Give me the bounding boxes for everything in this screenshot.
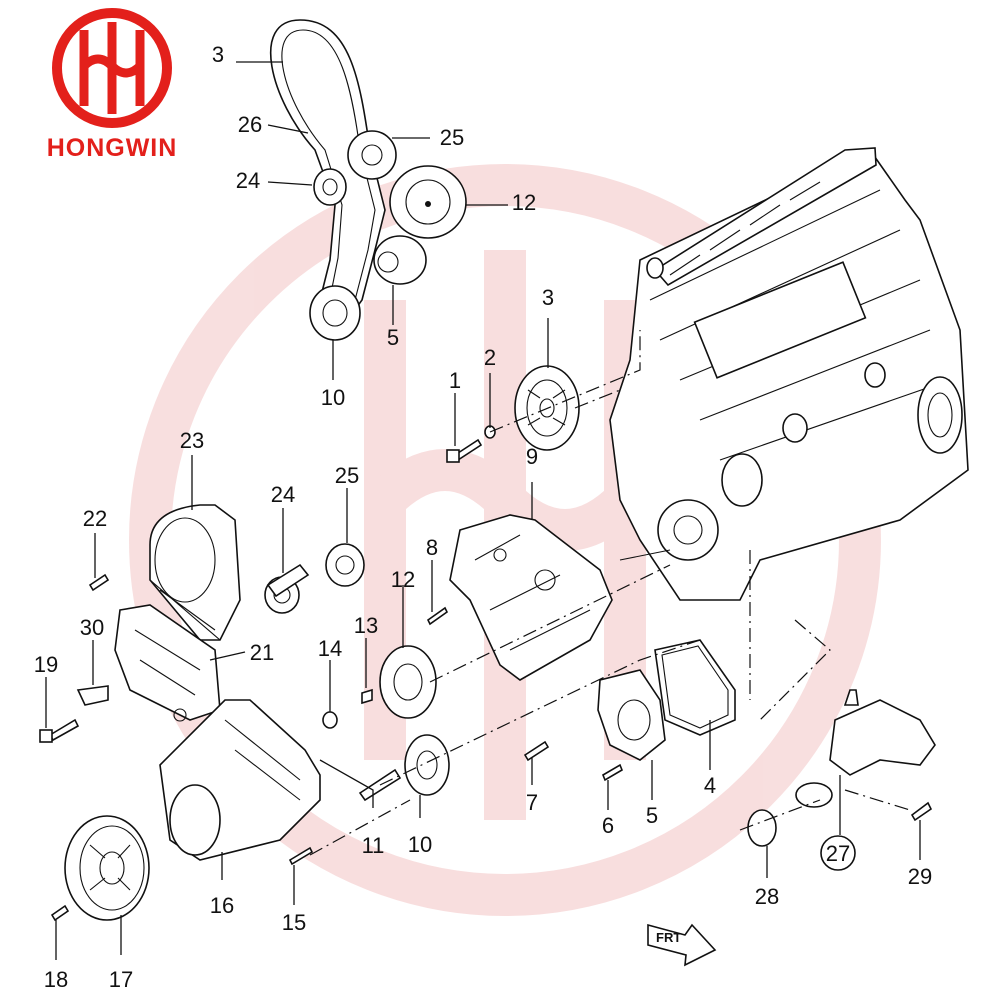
callout-10-bottom: 10 bbox=[408, 832, 432, 857]
callout-27: 27 bbox=[826, 841, 850, 866]
hongwin-logo: HONGWIN bbox=[47, 8, 178, 162]
gear-12-lower bbox=[322, 645, 437, 729]
callout-28: 28 bbox=[755, 884, 779, 909]
leader-lines bbox=[45, 61, 921, 960]
small-parts-left bbox=[39, 573, 449, 743]
timing-cover-23 bbox=[149, 504, 241, 641]
callout-4: 4 bbox=[704, 773, 716, 798]
callout-7: 7 bbox=[526, 790, 538, 815]
callout-25-mid: 25 bbox=[335, 463, 359, 488]
callout-29: 29 bbox=[908, 864, 932, 889]
thermostat-housing-27 bbox=[747, 689, 936, 871]
crank-gear-10 bbox=[358, 734, 450, 802]
callout-8: 8 bbox=[426, 535, 438, 560]
brand-name: HONGWIN bbox=[47, 134, 178, 162]
callout-19: 19 bbox=[34, 652, 58, 677]
front-direction-arrow: FRT bbox=[647, 923, 717, 967]
frt-label: FRT bbox=[656, 930, 681, 945]
callout-24-top: 24 bbox=[236, 168, 260, 193]
callout-13: 13 bbox=[354, 613, 378, 638]
callout-16: 16 bbox=[210, 893, 234, 918]
callout-9: 9 bbox=[526, 444, 538, 469]
callout-11: 11 bbox=[362, 833, 385, 858]
callout-numbers: 3 26 25 24 12 5 10 3 2 1 9 23 24 25 22 8… bbox=[34, 42, 932, 992]
belt-assembly bbox=[269, 19, 467, 341]
callout-17: 17 bbox=[109, 967, 133, 992]
callout-5-bottom: 5 bbox=[646, 803, 658, 828]
callout-18: 18 bbox=[44, 967, 68, 992]
callout-3-belt: 3 bbox=[212, 42, 224, 67]
callout-12-mid: 12 bbox=[391, 567, 415, 592]
callout-21: 21 bbox=[250, 640, 274, 665]
front-cover-16 bbox=[159, 699, 321, 866]
callout-3-gear: 3 bbox=[542, 285, 554, 310]
callout-12-top: 12 bbox=[512, 190, 536, 215]
callout-30: 30 bbox=[80, 615, 104, 640]
callout-15: 15 bbox=[282, 910, 306, 935]
callout-23: 23 bbox=[180, 428, 204, 453]
callout-25-top: 25 bbox=[440, 125, 464, 150]
callout-10-top: 10 bbox=[321, 385, 345, 410]
callout-1: 1 bbox=[449, 368, 461, 393]
bracket-21 bbox=[114, 604, 221, 722]
callout-14: 14 bbox=[318, 636, 342, 661]
callout-22: 22 bbox=[83, 506, 107, 531]
backing-plate-9 bbox=[449, 514, 613, 681]
engine-block bbox=[609, 147, 969, 601]
callout-2: 2 bbox=[484, 345, 496, 370]
callout-6: 6 bbox=[602, 813, 614, 838]
damper-pulley-17 bbox=[50, 815, 150, 922]
alignment-lines bbox=[309, 330, 911, 856]
tensioner-pulleys bbox=[264, 543, 365, 614]
callout-5-top: 5 bbox=[387, 325, 399, 350]
callout-26: 26 bbox=[238, 112, 262, 137]
callout-24-mid: 24 bbox=[271, 482, 295, 507]
water-pump-5 bbox=[523, 639, 736, 782]
